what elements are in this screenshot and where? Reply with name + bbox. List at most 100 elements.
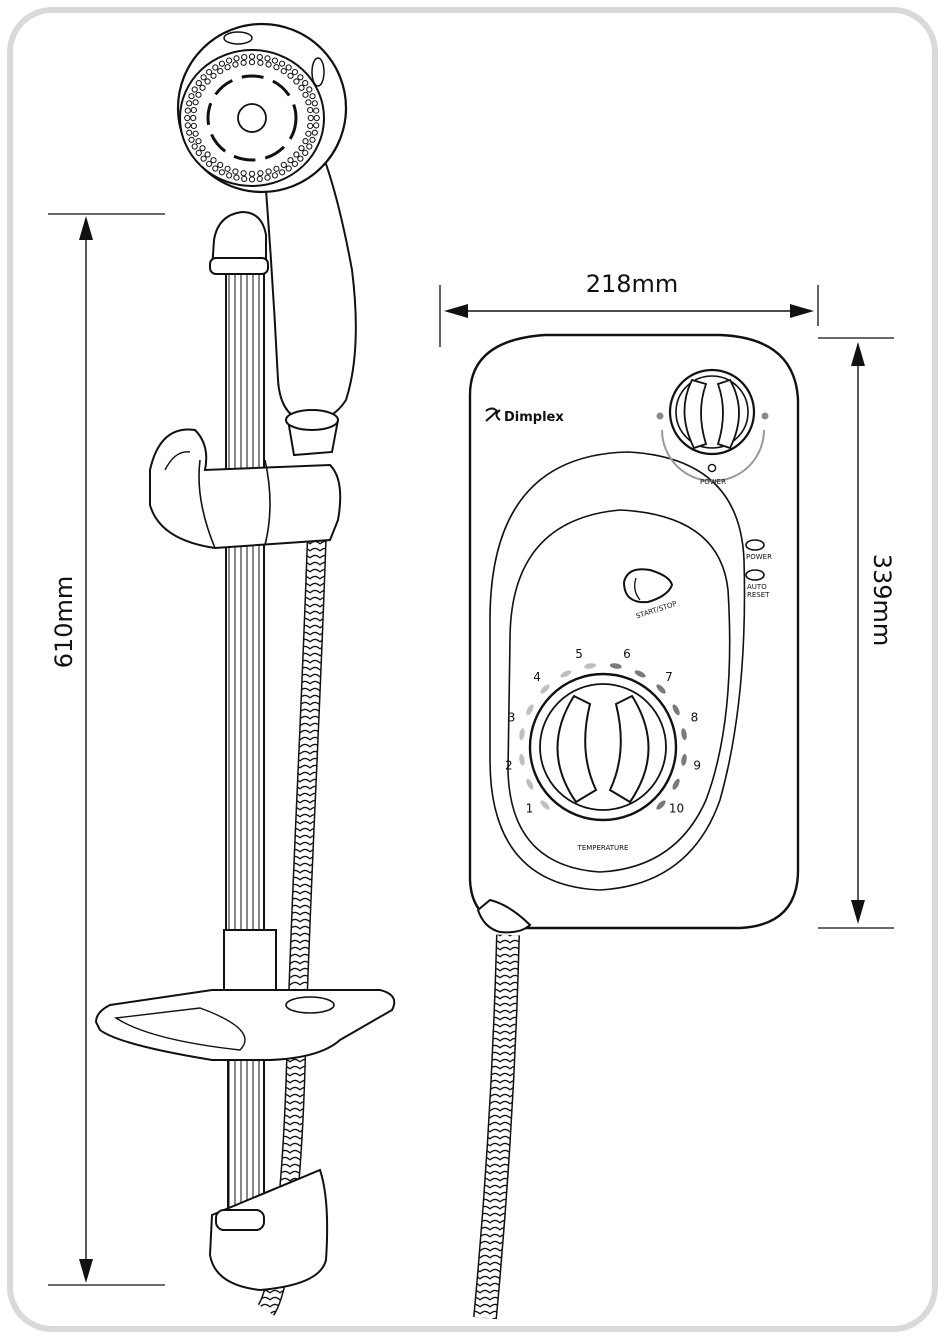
auto-reset-label-line2: RESET [747, 591, 770, 599]
nozzle-dot [302, 91, 309, 98]
bottom-bracket [208, 1168, 329, 1292]
nozzle-dot [257, 170, 264, 177]
nozzle-dot [195, 138, 202, 145]
auto-reset-label-line1: AUTO [747, 583, 767, 591]
temperature-scale-mark [519, 753, 525, 766]
temperature-knob[interactable] [528, 672, 678, 822]
temperature-scale-label: 6 [623, 647, 631, 661]
nozzle-dot [184, 107, 191, 114]
shower-head [176, 22, 348, 194]
nozzle-dot [195, 149, 202, 156]
nozzle-dot [305, 130, 312, 137]
temperature-scale-label: 8 [691, 711, 699, 725]
nozzle-dot [206, 69, 213, 76]
nozzle-dot [313, 107, 320, 114]
nozzle-dot [306, 86, 313, 93]
shower-unit: Dimplex POWER POWER AUTO RESET [468, 333, 800, 1320]
nozzle-dot [248, 170, 256, 177]
nozzle-dot [307, 122, 314, 130]
temperature-scale-mark [519, 728, 525, 741]
nozzle-dot [305, 99, 312, 106]
outer-frame [7, 7, 938, 1332]
temperature-scale-label: 3 [508, 711, 516, 725]
temperature-scale-label: 10 [669, 802, 684, 816]
nozzle-dot [233, 174, 240, 181]
temperature-scale-mark [526, 704, 534, 716]
nozzle-dot [248, 176, 256, 183]
nozzle-dot [297, 74, 304, 81]
brand-mark-icon [485, 407, 501, 422]
dimension-339: 339mm [818, 337, 896, 929]
nozzle-dot [302, 80, 309, 87]
nozzle-dot [297, 155, 304, 162]
dimension-610: 610mm [48, 213, 165, 1286]
temperature-scale-mark [672, 704, 680, 716]
width-label: 218mm [586, 270, 679, 298]
temperature-scale-mark [540, 684, 550, 694]
nozzle-dot [302, 138, 309, 145]
nozzle-dot [257, 59, 264, 66]
auto-reset-indicator [745, 569, 765, 581]
nozzle-dot [241, 175, 248, 182]
nozzle-dot [190, 114, 197, 122]
nozzle-dot [306, 143, 313, 150]
handset-holder [149, 428, 342, 550]
soap-dish [94, 989, 396, 1061]
nozzle-dot [285, 64, 292, 71]
power-indicator-label: POWER [746, 553, 772, 561]
nozzle-dot [233, 55, 240, 62]
nozzle-dot [313, 122, 320, 129]
nozzle-dot [200, 155, 207, 162]
temperature-scale-mark [656, 684, 666, 694]
nozzle-dot [218, 60, 225, 67]
nozzle-dot [188, 136, 195, 143]
nozzle-dot [311, 100, 318, 107]
temperature-label: TEMPERATURE [577, 844, 629, 852]
nozzle-dot [280, 161, 287, 168]
temperature-scale-label: 5 [575, 647, 583, 661]
power-knob-label: POWER [700, 478, 726, 486]
hose-outlet [476, 898, 532, 934]
nozzle-dot [248, 59, 256, 66]
nozzle-dot [204, 78, 211, 85]
nozzle-dot [256, 175, 263, 182]
nozzle-dot [224, 165, 231, 172]
nozzle-dot [240, 59, 247, 66]
nozzle-dot [188, 93, 195, 100]
nozzle-dot [273, 64, 280, 71]
power-knob[interactable] [656, 368, 769, 482]
temperature-scale-mark [540, 800, 550, 810]
nozzle-dot [206, 160, 213, 167]
temperature-scale-mark [560, 670, 572, 678]
temperature-scale-mark [634, 670, 646, 678]
nozzle-dot [186, 129, 193, 136]
nozzle-dot [191, 86, 198, 93]
temperature-scale-mark [609, 663, 622, 669]
temperature-scale-mark [584, 663, 597, 669]
riser-rail-upper [225, 269, 265, 931]
riser-rail-lower [227, 1059, 265, 1211]
nozzle-dot [212, 64, 219, 71]
temperature-scale-mark [672, 778, 680, 790]
nozzle-dot [307, 107, 314, 114]
nozzle-dot [240, 170, 247, 177]
nozzle-dot [200, 74, 207, 81]
nozzle-dot [190, 122, 197, 130]
nozzle-dot [210, 72, 217, 79]
temperature-scale-mark [526, 778, 534, 790]
nozzle-dot [204, 151, 211, 158]
nozzle-dot [226, 172, 233, 179]
nozzle-dot [212, 165, 219, 172]
nozzle-dot [256, 54, 263, 61]
nozzle-dot [285, 165, 292, 172]
nozzle-dot [311, 129, 318, 136]
nozzle-dot [184, 114, 191, 122]
brand-logo: Dimplex [504, 410, 564, 425]
dimension-218: 218mm [439, 270, 819, 347]
nozzle-dot [309, 136, 316, 143]
nozzle-dot [291, 69, 298, 76]
temperature-scale-mark [656, 800, 666, 810]
nozzle-dot [264, 55, 271, 62]
